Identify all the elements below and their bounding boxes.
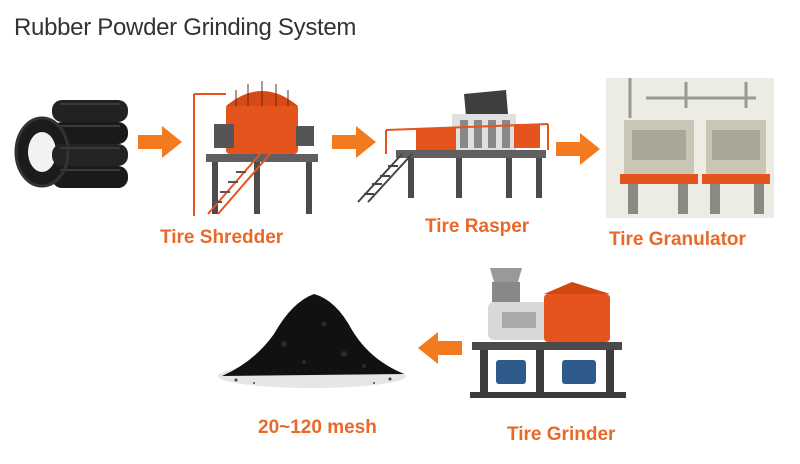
rasper-machine-image [357,90,549,203]
arrow-right-icon [138,126,182,158]
stage-label-granulator: Tire Granulator [609,229,746,250]
tires-image [14,100,128,188]
stage-label-powder: 20~120 mesh [258,417,377,438]
arrow-right-icon [556,133,600,165]
granulator-machine-image [606,78,774,218]
arrow-right-icon [332,126,376,158]
stage-label-rasper: Tire Rasper [425,216,530,237]
rubber-powder-image [218,294,406,388]
stage-label-shredder: Tire Shredder [160,227,284,248]
shredder-machine-image [193,81,318,216]
stage-label-grinder: Tire Grinder [507,424,616,445]
grinder-machine-image [470,268,626,398]
page-title: Rubber Powder Grinding System [14,14,357,41]
arrow-left-icon [418,332,462,364]
